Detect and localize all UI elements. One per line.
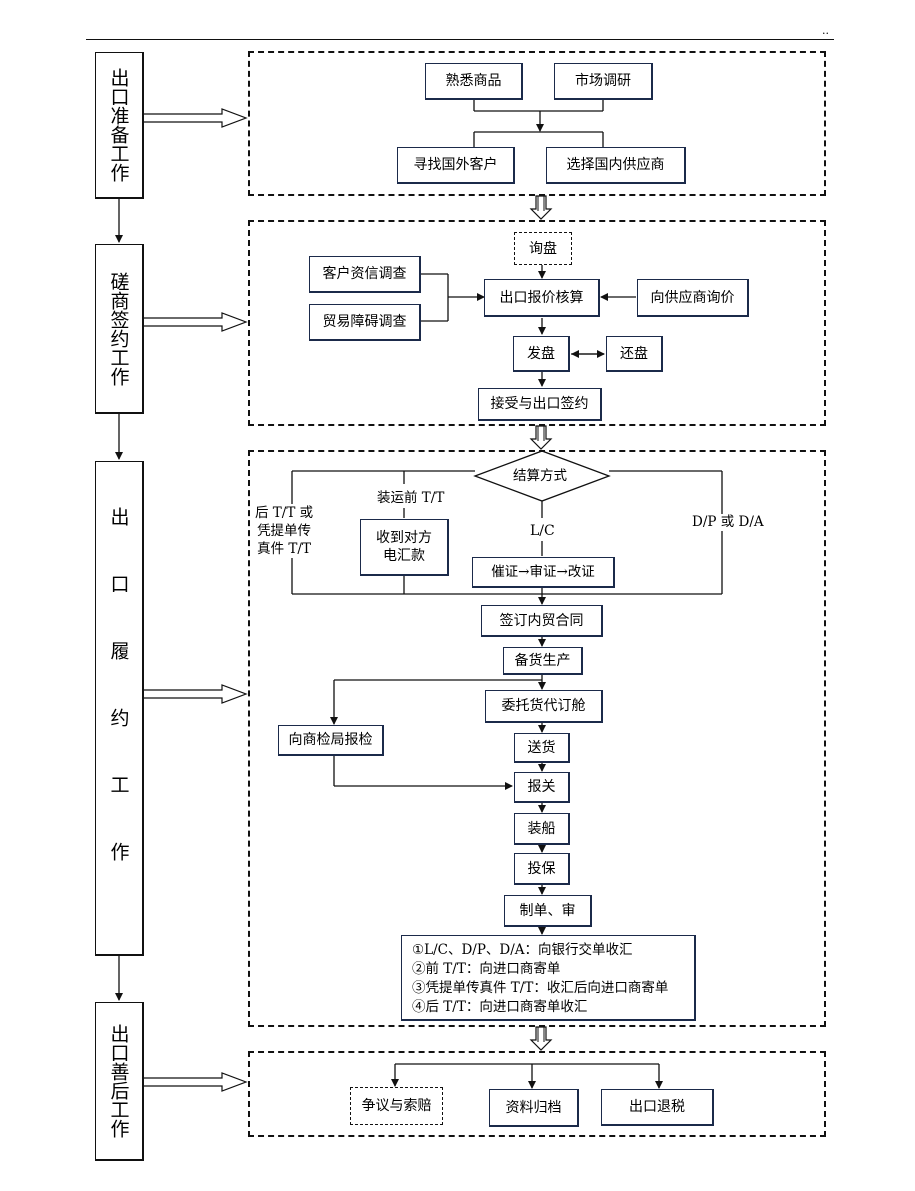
- archive-box: 资料归档: [489, 1089, 579, 1127]
- booking-box: 委托货代订舱: [485, 690, 603, 723]
- hollow-arrow-right: [142, 1072, 248, 1092]
- settlement-label: 结算方式: [513, 468, 567, 484]
- hollow-arrow-down: [529, 195, 553, 220]
- collection-notes: ①L/C、D/P、D/A：向银行交单收汇 ②前 T/T：向进口商寄单 ③凭提单传…: [401, 935, 696, 1021]
- insurance-box: 投保: [514, 853, 570, 885]
- note-line: ③凭提单传真件 T/T：收汇后向进口商寄单: [412, 980, 669, 996]
- dpda-label: D/P 或 D/A: [692, 514, 764, 531]
- top-rule: [86, 39, 834, 40]
- hollow-arrow-down: [529, 425, 553, 450]
- corner-mark: ..: [822, 24, 829, 37]
- inspection-box: 向商检局报检: [278, 725, 384, 756]
- after-tt-label: 后 T/T 或 凭提单传 真件 T/T: [255, 504, 314, 558]
- hollow-arrow-right: [142, 684, 248, 704]
- dispute-box: 争议与索赔: [350, 1087, 443, 1125]
- supplier-inquiry-box: 向供应商询价: [637, 279, 749, 317]
- hollow-arrow-right: [142, 108, 248, 128]
- region-prep: [248, 51, 826, 196]
- quote-box: 出口报价核算: [484, 279, 600, 317]
- hollow-arrow-right: [142, 312, 248, 332]
- loading-box: 装船: [514, 813, 570, 845]
- lc-steps-box: 催证→审证→改证: [472, 557, 615, 588]
- hollow-arrows: [142, 108, 553, 1092]
- region-aftercare: [248, 1051, 826, 1137]
- trade-barrier-box: 贸易障碍调查: [309, 304, 421, 341]
- stage-aftercare: 出口善后工作: [95, 1002, 144, 1161]
- stage-performance: 出口履约工作: [95, 461, 144, 956]
- delivery-box: 送货: [514, 733, 570, 763]
- inquiry-box: 询盘: [514, 232, 572, 265]
- accept-box: 接受与出口签约: [478, 388, 602, 421]
- region-performance: [248, 450, 826, 1027]
- lc-label: L/C: [530, 523, 555, 540]
- receive-tt-box: 收到对方 电汇款: [360, 519, 449, 576]
- find-client-box: 寻找国外客户: [397, 147, 515, 184]
- note-line: ①L/C、D/P、D/A：向银行交单收汇: [412, 942, 633, 958]
- domestic-contract-box: 签订内贸合同: [481, 605, 603, 637]
- documents-box: 制单、审: [504, 895, 592, 927]
- customs-box: 报关: [514, 772, 570, 803]
- settlement-diamond: [473, 450, 611, 502]
- hollow-arrow-down: [529, 1026, 553, 1051]
- before-tt-label: 装运前 T/T: [377, 490, 445, 507]
- choose-supplier-box: 选择国内供应商: [546, 147, 686, 184]
- production-box: 备货生产: [503, 647, 583, 675]
- tax-refund-box: 出口退税: [601, 1089, 714, 1126]
- familiar-box: 熟悉商品: [425, 63, 523, 100]
- offer-box: 发盘: [513, 336, 570, 372]
- research-box: 市场调研: [554, 63, 653, 100]
- stage-negotiation: 磋商签约工作: [95, 244, 144, 414]
- note-line: ④后 T/T：向进口商寄单收汇: [412, 999, 588, 1015]
- stage-prep: 出口准备工作: [95, 52, 144, 199]
- credit-check-box: 客户资信调查: [309, 256, 421, 293]
- note-line: ②前 T/T：向进口商寄单: [412, 961, 561, 977]
- region-negotiation: [248, 220, 826, 426]
- counter-offer-box: 还盘: [606, 336, 663, 372]
